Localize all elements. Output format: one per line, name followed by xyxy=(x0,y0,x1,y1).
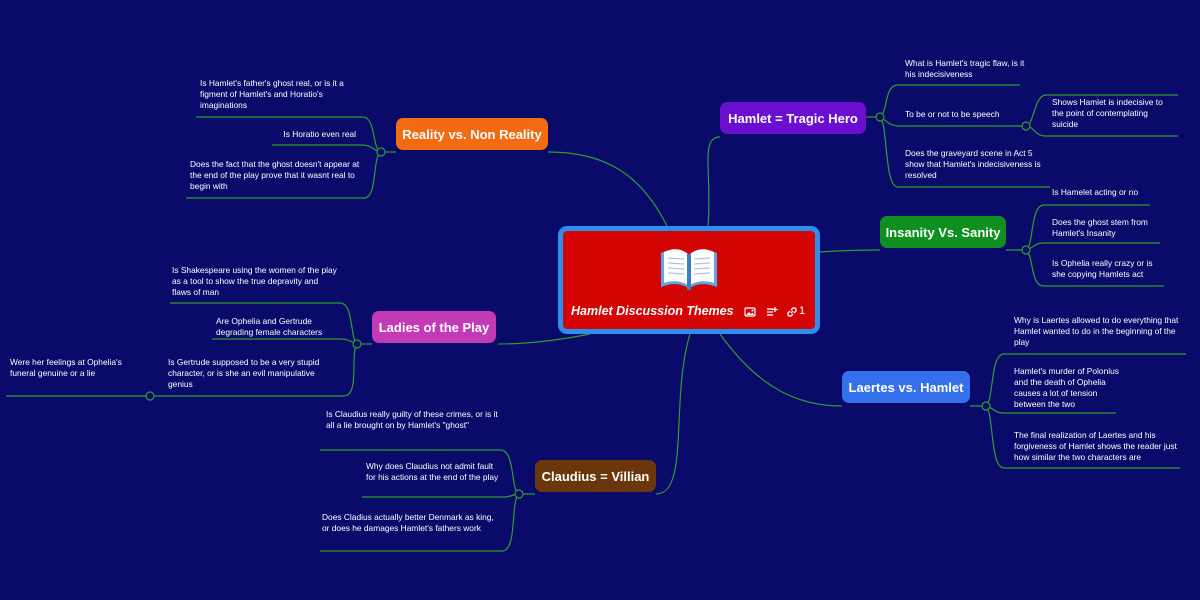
leaf-claudius-3[interactable]: Does Cladius actually better Denmark as … xyxy=(322,512,494,533)
link-icon[interactable] xyxy=(785,305,799,319)
hub-reality[interactable] xyxy=(376,147,386,157)
branch-reality[interactable]: Reality vs. Non Reality xyxy=(396,118,548,150)
leaf-laertes-2[interactable]: Hamlet's murder of Polonius and the deat… xyxy=(1014,366,1119,409)
hub-hero[interactable] xyxy=(875,112,885,122)
leaf-ladies-3[interactable]: Is Gertrude supposed to be a very stupid… xyxy=(168,357,320,389)
hub-insanity[interactable] xyxy=(1021,245,1031,255)
link-central-reality xyxy=(547,151,669,229)
link-claudius-item-2 xyxy=(362,493,520,498)
link-central-ladies xyxy=(497,333,591,345)
leaf-ladies-1[interactable]: Is Shakespeare using the women of the pl… xyxy=(172,265,337,297)
open-book-icon xyxy=(661,249,717,290)
leaf-hero-3[interactable]: Does the graveyard scene in Act 5 show t… xyxy=(905,148,1041,180)
leaf-reality-2[interactable]: Is Horatio even real xyxy=(283,129,356,139)
leaf-insanity-3[interactable]: Is Ophelia really crazy or is she copyin… xyxy=(1052,258,1153,279)
branch-hero[interactable]: Hamlet = Tragic Hero xyxy=(720,102,866,134)
hub-ladies[interactable] xyxy=(352,339,362,349)
central-topic[interactable]: Hamlet Discussion Themes 1 xyxy=(558,226,820,334)
link-count: 1 xyxy=(799,305,806,317)
branch-insanity[interactable]: Insanity Vs. Sanity xyxy=(880,216,1006,248)
link-central-insanity xyxy=(819,249,881,253)
image-icon[interactable] xyxy=(743,305,757,319)
hub-ladies-sub[interactable] xyxy=(145,391,155,401)
leaf-insanity-2[interactable]: Does the ghost stem from Hamlet's Insani… xyxy=(1052,217,1148,238)
link-laertes-item-3 xyxy=(985,405,1180,469)
link-hero-item-3 xyxy=(879,116,1050,188)
notes-icon[interactable] xyxy=(765,305,779,319)
leaf-reality-3[interactable]: Does the fact that the ghost doesn't app… xyxy=(190,159,360,191)
leaf-hero-sub[interactable]: Shows Hamlet is indecisive to the point … xyxy=(1052,97,1163,129)
branch-ladies[interactable]: Ladies of the Play xyxy=(372,311,496,343)
hub-claudius[interactable] xyxy=(514,489,524,499)
leaf-ladies-2[interactable]: Are Ophelia and Gertrude degrading femal… xyxy=(216,316,323,337)
link-insanity-item-2 xyxy=(1025,242,1160,251)
leaf-laertes-1[interactable]: Why is Laertes allowed to do everything … xyxy=(1014,315,1179,347)
branch-claudius[interactable]: Claudius = Villian xyxy=(535,460,656,492)
branch-laertes[interactable]: Laertes vs. Hamlet xyxy=(842,371,970,403)
leaf-claudius-2[interactable]: Why does Claudius not admit fault for hi… xyxy=(366,461,499,482)
leaf-claudius-1[interactable]: Is Claudius really guilty of these crime… xyxy=(326,409,498,430)
leaf-reality-1[interactable]: Is Hamlet's father's ghost real, or is i… xyxy=(200,78,344,110)
leaf-hero-1[interactable]: What is Hamlet's tragic flaw, is it his … xyxy=(905,58,1025,79)
leaf-hero-2[interactable]: To be or not to be speech xyxy=(905,109,1000,119)
leaf-laertes-3[interactable]: The final realization of Laertes and his… xyxy=(1014,430,1177,462)
leaf-ladies-sub[interactable]: Were her feelings at Ophelia's funeral g… xyxy=(10,357,122,378)
link-central-claudius xyxy=(655,333,691,495)
link-reality-item-2 xyxy=(272,144,382,153)
link-central-hero xyxy=(707,136,721,229)
central-title: Hamlet Discussion Themes xyxy=(571,304,734,318)
hub-laertes[interactable] xyxy=(981,401,991,411)
link-central-laertes xyxy=(719,333,843,407)
link-ladies-item-2 xyxy=(212,338,358,345)
hub-hero-sub[interactable] xyxy=(1021,121,1031,131)
leaf-insanity-1[interactable]: Is Hamelet acting or no xyxy=(1052,187,1139,197)
